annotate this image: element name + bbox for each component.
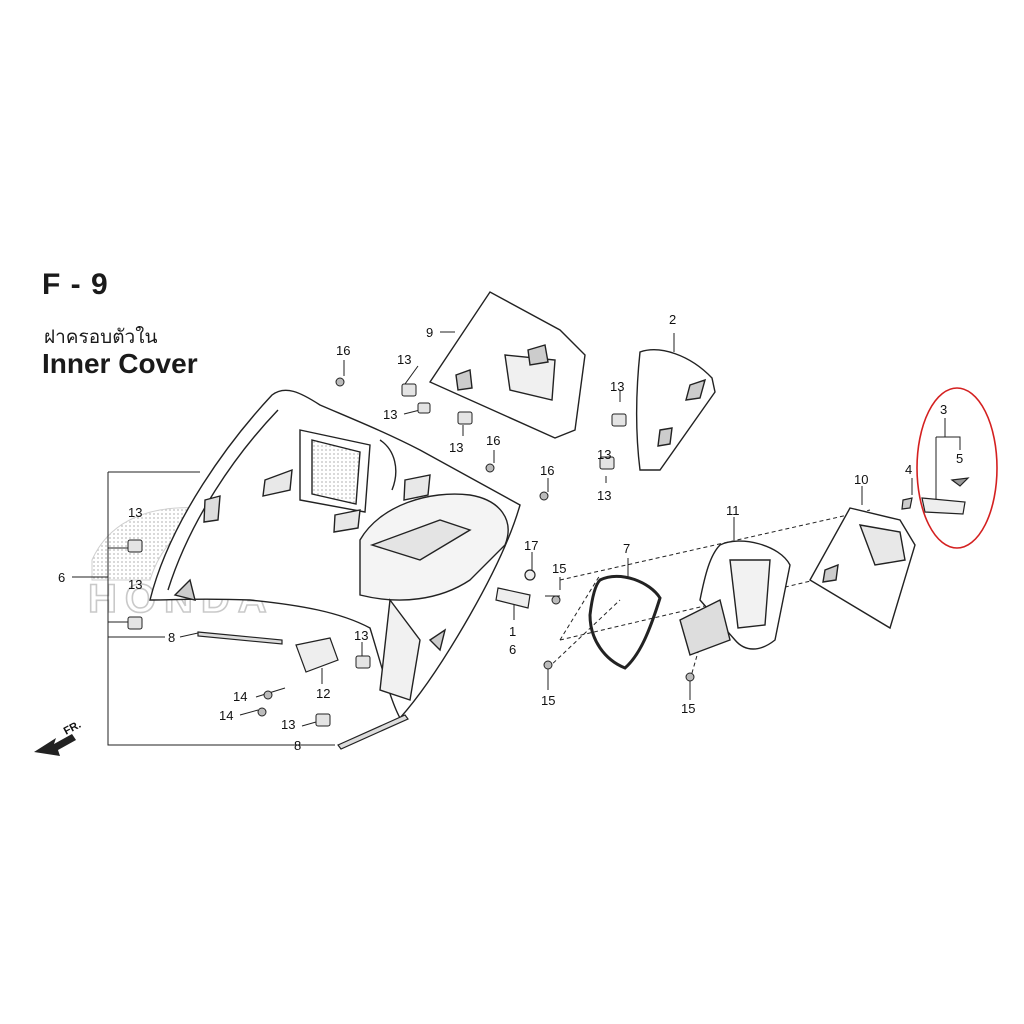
- part-9-cover-panel: [428, 291, 586, 439]
- diagram-code: F - 9: [42, 268, 109, 301]
- callout-16-c: 16: [540, 463, 554, 478]
- screws: [257, 377, 695, 717]
- callout-16-b: 16: [486, 433, 500, 448]
- front-label: FR.: [62, 719, 83, 738]
- callout-13-f: 13: [610, 379, 624, 394]
- callout-13-g: 13: [597, 488, 611, 503]
- callout-12: 12: [316, 686, 330, 701]
- callout-2: 2: [669, 312, 676, 327]
- callout-13-j: 13: [597, 447, 611, 462]
- callout-11: 11: [726, 503, 740, 518]
- part-11-meter-housing: [679, 540, 791, 656]
- part-7-seal-ring: [588, 574, 662, 670]
- part-2-side-panel: [635, 349, 716, 471]
- callout-15-a: 15: [552, 561, 566, 576]
- callout-13-i: 13: [281, 717, 295, 732]
- part-3-latch-assembly: [901, 477, 970, 515]
- callout-5: 5: [956, 451, 963, 466]
- callout-numbers: 1 2 3 4 5 6 6 7 8 8 9 10 11 12 13 13 13 …: [58, 312, 963, 753]
- diagram-title-thai: ฝาครอบตัวใน: [44, 326, 158, 348]
- callout-13-h: 13: [354, 628, 368, 643]
- front-direction-arrow: FR.: [34, 719, 83, 756]
- callout-8-lower: 8: [294, 738, 301, 753]
- callout-6-secondary: 6: [509, 642, 516, 657]
- part-13-clips: [127, 383, 627, 727]
- callout-9: 9: [426, 325, 433, 340]
- callout-3: 3: [940, 402, 947, 417]
- callout-6-main: 6: [58, 570, 65, 585]
- diagram-title: Inner Cover: [42, 348, 198, 379]
- callout-15-b: 15: [541, 693, 555, 708]
- part-6-inner-cover: [149, 389, 521, 720]
- callout-14-a: 14: [233, 689, 247, 704]
- part-10-lid: [809, 507, 916, 630]
- callout-14-b: 14: [219, 708, 233, 723]
- callout-4: 4: [905, 462, 912, 477]
- callout-13-b: 13: [128, 577, 142, 592]
- callout-17: 17: [524, 538, 538, 553]
- callout-7: 7: [623, 541, 630, 556]
- part-12-bracket: [295, 637, 339, 673]
- leader-lines: [72, 331, 961, 746]
- callout-16-a: 16: [336, 343, 350, 358]
- small-parts: [295, 569, 536, 673]
- callout-13-e: 13: [449, 440, 463, 455]
- callout-1: 1: [509, 624, 516, 639]
- highlight-ellipse: [916, 387, 998, 549]
- part-1-emblem: [495, 587, 531, 609]
- part-8-trim-strips: [197, 631, 409, 750]
- callout-8-upper: 8: [168, 630, 175, 645]
- callout-13-c: 13: [397, 352, 411, 367]
- callout-15-c: 15: [681, 701, 695, 716]
- callout-10: 10: [854, 472, 868, 487]
- part-17-bolt: [524, 569, 536, 581]
- callout-13-a: 13: [128, 505, 142, 520]
- callout-13-d: 13: [383, 407, 397, 422]
